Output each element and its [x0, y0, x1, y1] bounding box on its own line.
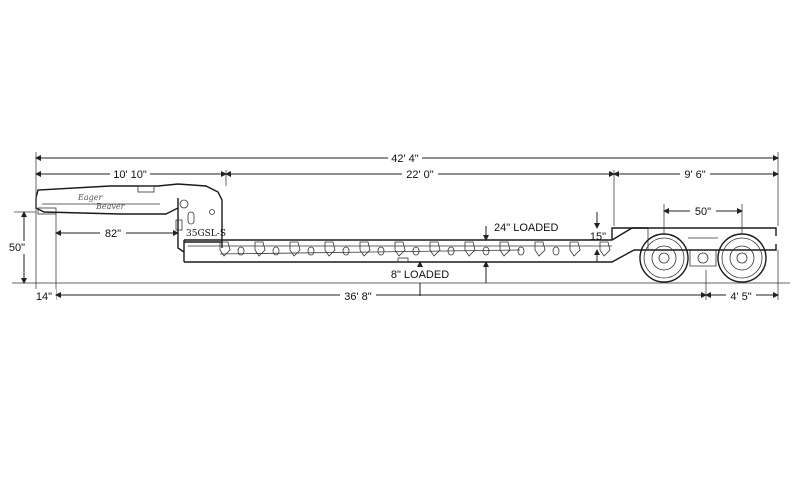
brand-logo-line1: Eager — [77, 193, 103, 202]
dim-rear-deck-height: 15" — [590, 231, 606, 243]
dim-gooseneck-length: 10' 10" — [113, 169, 147, 181]
dim-overall-length: 42' 4" — [391, 153, 419, 165]
dim-front-overhang: 14" — [36, 291, 52, 303]
dimension-lines: 42' 4" 10' 10" 22' 0" 9' 6" 82" 50" 50" … — [6, 151, 779, 303]
brand-logo-line2: Beaver — [95, 202, 126, 211]
model-label: 35GSL-S — [186, 229, 226, 239]
dim-rear-length: 9' 6" — [684, 169, 705, 181]
dim-rear-overhang: 4' 5" — [730, 291, 751, 303]
stake-pockets — [219, 241, 611, 263]
dim-gooseneck-swing: 82" — [105, 228, 121, 240]
dim-fifth-wheel-height: 50" — [9, 242, 25, 254]
dim-axle-spread: 50" — [695, 206, 711, 218]
dim-kingpin-to-axle: 36' 8" — [344, 291, 372, 303]
dim-deck-height-loaded: 24" LOADED — [494, 222, 558, 234]
wheel-front — [639, 233, 689, 283]
dim-deck-length: 22' 0" — [406, 169, 434, 181]
dim-ground-clearance-loaded: 8" LOADED — [391, 269, 449, 281]
wheel-rear — [717, 233, 767, 283]
trailer-body: Eager Beaver 35GSL-S — [35, 183, 777, 283]
